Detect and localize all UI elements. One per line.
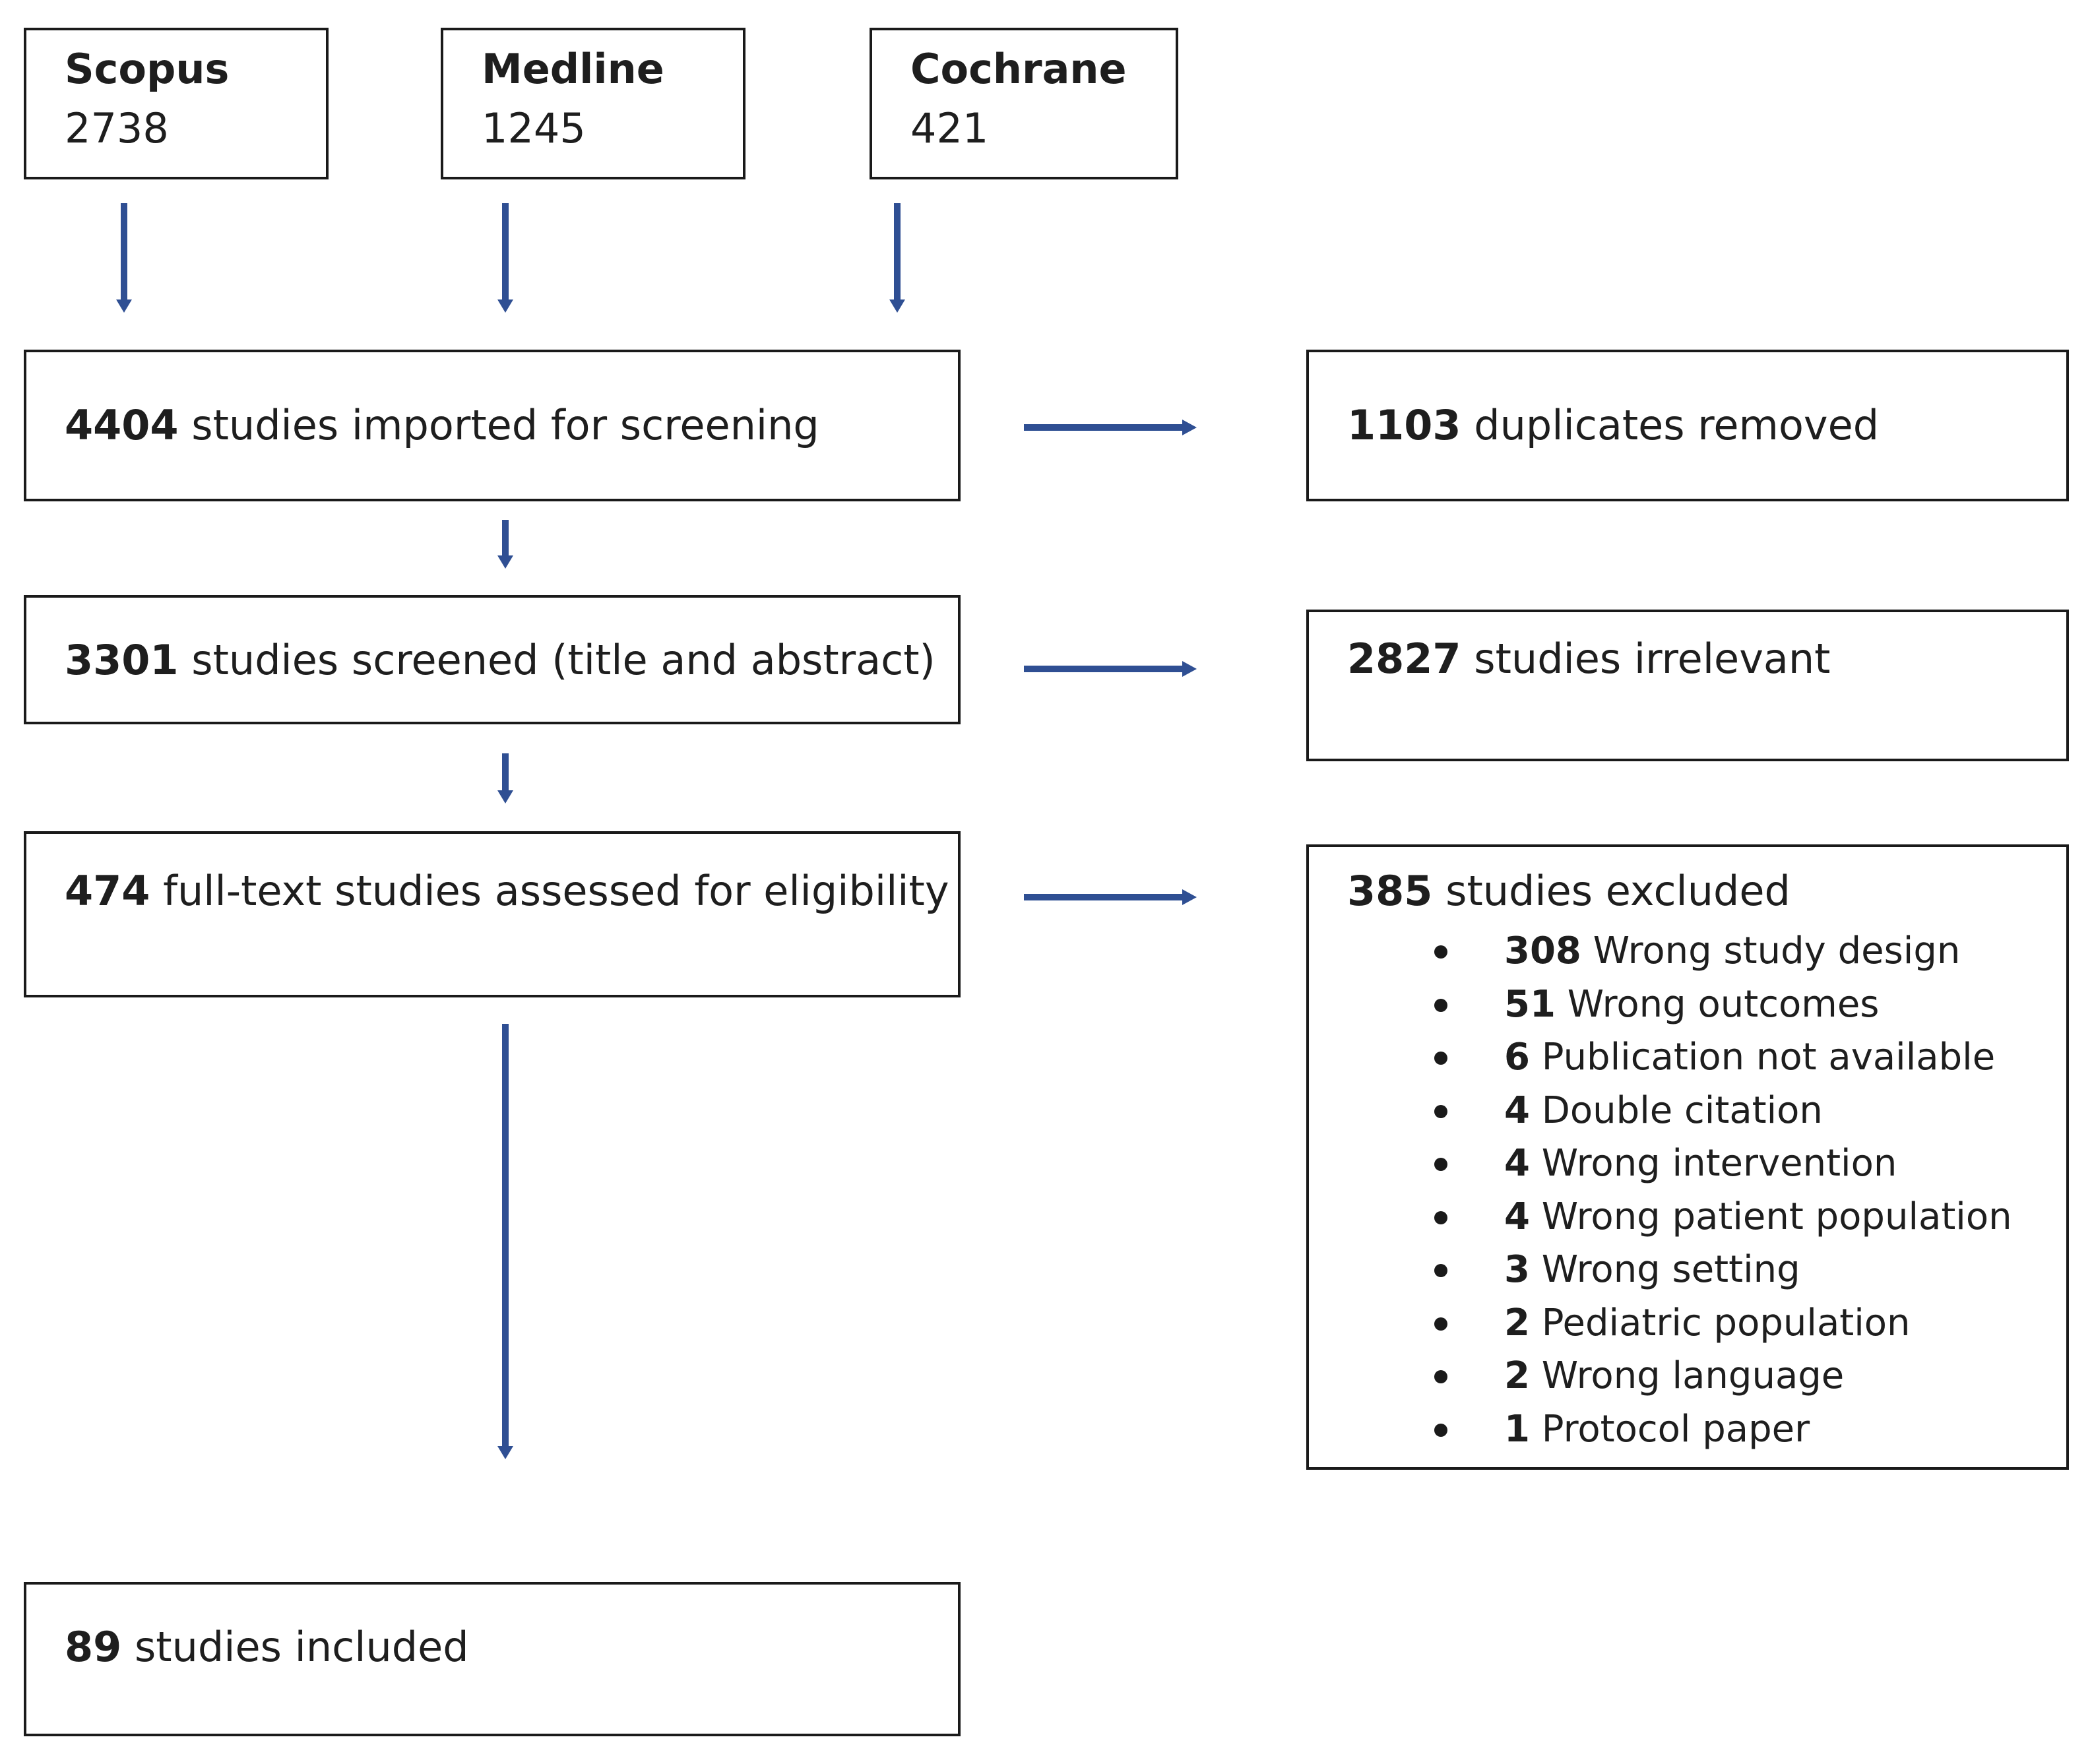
reason-label: Double citation (1541, 1088, 1823, 1132)
bullet-icon (1434, 998, 1447, 1012)
bullet-icon (1434, 1104, 1447, 1118)
source-box-cochrane: Cochrane 421 (870, 28, 1178, 179)
imported-box: 4404 studies imported for screening (24, 350, 961, 501)
fulltext-number: 474 (65, 867, 150, 915)
arrowhead-icon (116, 299, 132, 313)
reason-label: Wrong intervention (1541, 1142, 1897, 1185)
arrowhead-icon (497, 790, 513, 803)
duplicates-text: duplicates removed (1474, 401, 1880, 449)
bullet-icon (1434, 1264, 1447, 1277)
imported-number: 4404 (65, 401, 179, 449)
source-name: Cochrane (910, 45, 1127, 93)
included-number: 89 (65, 1623, 122, 1671)
source-name: Scopus (65, 45, 230, 93)
irrelevant-box: 2827 studies irrelevant (1306, 610, 2069, 761)
source-count: 421 (910, 104, 989, 152)
reason-label: Publication not available (1541, 1036, 1996, 1079)
fulltext-line: 474 full-text studies assessed for eligi… (65, 871, 949, 912)
irrelevant-number: 2827 (1347, 635, 1461, 683)
duplicates-line: 1103 duplicates removed (1347, 405, 1879, 446)
reason-label: Wrong language (1541, 1354, 1845, 1397)
bullet-icon (1434, 1423, 1447, 1437)
reason-count: 308 (1504, 929, 1581, 972)
reason-count: 4 (1504, 1142, 1530, 1185)
arrowhead-icon (497, 299, 513, 313)
imported-text: studies imported for screening (191, 401, 819, 449)
included-text: studies included (135, 1623, 469, 1671)
irrelevant-line: 2827 studies irrelevant (1347, 639, 1830, 679)
reason-label: Wrong setting (1541, 1248, 1800, 1291)
reason-count: 1 (1504, 1407, 1530, 1451)
arrowhead-icon (1182, 889, 1197, 905)
screened-box: 3301 studies screened (title and abstrac… (24, 595, 961, 724)
reason-count: 4 (1504, 1088, 1530, 1132)
reason-count: 4 (1504, 1195, 1530, 1238)
fulltext-text: full-text studies assessed for eligibili… (163, 867, 949, 915)
irrelevant-text: studies irrelevant (1474, 635, 1831, 683)
arrowhead-icon (1182, 420, 1197, 435)
included-line: 89 studies included (65, 1627, 469, 1668)
reason-label: Wrong study design (1593, 929, 1961, 972)
bullet-icon (1434, 1211, 1447, 1224)
reason-label: Pediatric population (1541, 1301, 1911, 1344)
bullet-icon (1434, 1052, 1447, 1065)
reason-count: 2 (1504, 1354, 1530, 1397)
arrow-group (116, 203, 1197, 1459)
reason-label: Wrong patient population (1541, 1195, 2012, 1238)
source-name: Medline (482, 45, 664, 93)
duplicates-box: 1103 duplicates removed (1306, 350, 2069, 501)
arrowhead-icon (889, 299, 905, 313)
excluded-number: 385 (1347, 867, 1433, 915)
source-box-scopus: Scopus 2738 (24, 28, 329, 179)
screened-number: 3301 (65, 636, 179, 684)
arrowhead-icon (497, 1446, 513, 1459)
fulltext-box: 474 full-text studies assessed for eligi… (24, 831, 961, 997)
duplicates-number: 1103 (1347, 401, 1461, 449)
reason-count: 3 (1504, 1248, 1530, 1291)
reason-label: Wrong outcomes (1567, 982, 1880, 1026)
bullet-icon (1434, 1317, 1447, 1331)
source-box-medline: Medline 1245 (441, 28, 745, 179)
excluded-text: studies excluded (1445, 867, 1791, 915)
reason-count: 6 (1504, 1036, 1530, 1079)
reason-count: 51 (1504, 982, 1556, 1026)
source-count: 2738 (65, 104, 169, 152)
bullet-icon (1434, 1158, 1447, 1171)
included-box: 89 studies included (24, 1582, 961, 1736)
reason-count: 2 (1504, 1301, 1530, 1344)
arrowhead-icon (497, 555, 513, 569)
source-count: 1245 (482, 104, 586, 152)
screened-line: 3301 studies screened (title and abstrac… (65, 640, 935, 681)
excluded-line: 385 studies excluded (1347, 871, 1791, 912)
bullet-icon (1434, 1370, 1447, 1383)
imported-line: 4404 studies imported for screening (65, 405, 819, 446)
bullet-icon (1434, 945, 1447, 959)
screened-text: studies screened (title and abstract) (191, 636, 935, 684)
excluded-box: 385 studies excluded 308 Wrong study des… (1306, 844, 2069, 1470)
reason-label: Protocol paper (1541, 1407, 1810, 1451)
arrowhead-icon (1182, 661, 1197, 677)
